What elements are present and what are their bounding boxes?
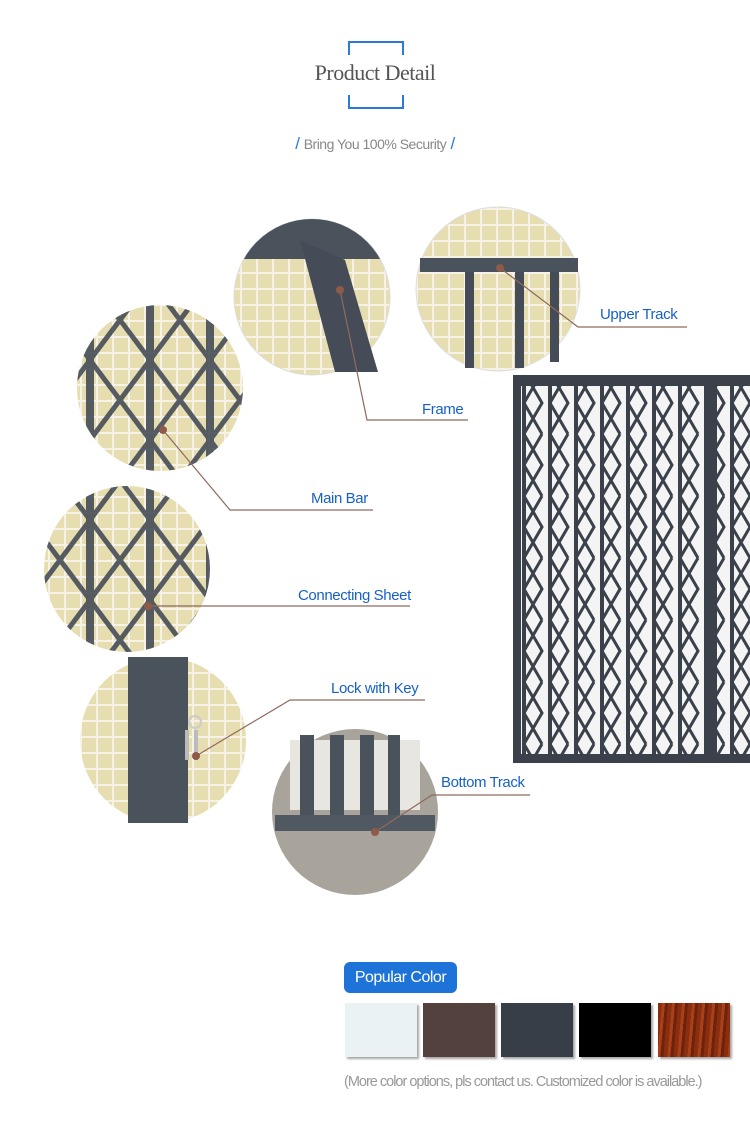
page-title: Product Detail bbox=[314, 60, 436, 85]
circle-frame bbox=[233, 218, 391, 376]
callout-lock-with-key: Lock with Key bbox=[331, 680, 419, 697]
callout-upper-track: Upper Track bbox=[600, 306, 678, 323]
swatch-brown bbox=[423, 1003, 495, 1057]
callout-main-bar: Main Bar bbox=[311, 490, 368, 507]
detail-illustration bbox=[44, 206, 750, 895]
title-bracket-top bbox=[348, 41, 404, 55]
circle-bottom-track bbox=[272, 729, 438, 895]
swatch-dark-grey bbox=[501, 1003, 573, 1057]
swatch-black bbox=[579, 1003, 651, 1057]
popular-color-badge: Popular Color bbox=[344, 962, 457, 993]
circle-main-bar bbox=[77, 305, 243, 471]
callout-frame: Frame bbox=[422, 401, 464, 418]
callout-bottom-track: Bottom Track bbox=[441, 774, 525, 791]
swatch-wood-grain bbox=[658, 1003, 730, 1057]
circle-connecting-sheet bbox=[44, 486, 210, 652]
color-note: (More color options, pls contact us. Cus… bbox=[344, 1074, 703, 1090]
circle-lock bbox=[80, 657, 246, 823]
subtitle-text: Bring You 100% Security bbox=[303, 136, 447, 152]
leader-lines bbox=[148, 267, 687, 833]
callout-connecting-sheet: Connecting Sheet bbox=[298, 587, 411, 604]
subtitle: / Bring You 100% Security / bbox=[295, 134, 455, 153]
circle-upper-track bbox=[415, 206, 581, 372]
swatch-white bbox=[345, 1003, 417, 1057]
gate-image bbox=[513, 375, 750, 763]
callout-dots bbox=[144, 264, 504, 836]
title-bracket-bottom bbox=[348, 95, 404, 109]
